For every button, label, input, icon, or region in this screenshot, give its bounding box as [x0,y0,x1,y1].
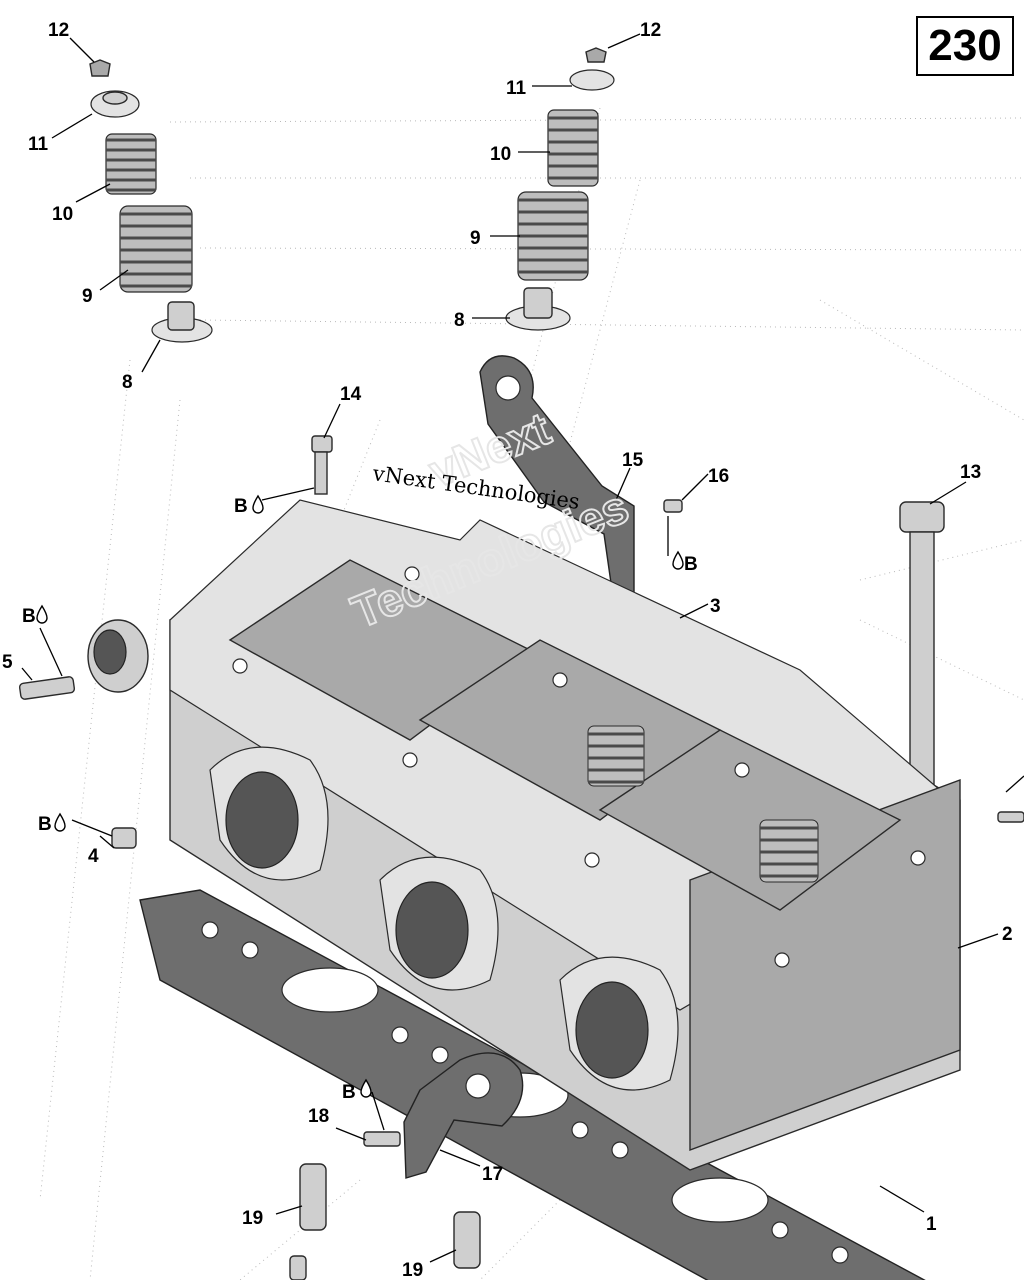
leader-lines [21,33,1024,1263]
bolt-18 [363,1131,401,1147]
svg-text:B: B [38,814,52,835]
dowel-pin-partial [289,1255,307,1280]
drop-icon [672,550,684,570]
valve-stem-seal-left [151,301,213,343]
lifting-bracket-lower [403,1052,524,1179]
outer-valve-spring-left [119,205,193,293]
screw-5 [18,676,76,700]
callout-18: 18 [308,1106,329,1127]
valve-keeper-left [89,59,111,77]
callout-4: 4 [88,846,99,867]
callout-14: 14 [340,384,362,405]
callout-10-right: 10 [490,144,511,165]
drop-icon [54,812,66,832]
valve-stem-seal-right [505,287,571,331]
callout-15: 15 [622,450,644,471]
bolt-14 [311,435,333,495]
adhesive-mark-bolt-16: B [672,550,698,575]
valve-stack-right [505,47,615,331]
callout-19-lower: 19 [402,1260,423,1280]
dowel-pin-19a [299,1163,327,1231]
adhesive-marks: B B B B B [22,494,698,1103]
adhesive-mark-bolt-18: B [342,1078,372,1103]
callout-labels: 12 11 10 9 8 12 11 10 9 8 14 15 16 13 3 … [2,20,1013,1280]
callout-10-left: 10 [52,204,73,225]
callout-1: 1 [926,1214,937,1235]
callout-17: 17 [482,1164,503,1185]
dowel-pin-19b [453,1211,481,1269]
drop-icon [36,604,48,624]
inner-valve-spring-right [547,109,599,187]
svg-text:B: B [684,554,698,575]
spring-retainer-right [569,69,615,91]
callout-3: 3 [710,596,721,617]
adhesive-mark-plug-4: B [38,812,66,835]
drop-icon [252,494,264,514]
callout-13: 13 [960,462,981,483]
svg-text:B: B [234,496,248,517]
drop-icon [360,1078,372,1098]
callout-9-right: 9 [470,228,481,249]
svg-text:B: B [22,606,36,627]
callout-9-left: 9 [82,286,93,307]
plug-4 [111,827,137,849]
bolt-16 [663,499,683,513]
adhesive-mark-bolt-14: B [234,494,264,517]
callout-19-upper: 19 [242,1208,263,1229]
stud-right-edge [997,811,1024,823]
callout-11-left: 11 [28,134,49,155]
cylinder-head-bolt [899,501,945,789]
valve-keeper-right [585,47,607,63]
inner-valve-spring-left [105,133,157,195]
callout-12-right: 12 [640,20,661,41]
cylinder-head [87,499,961,1171]
guide-lines [39,107,1024,1280]
adhesive-mark-screw-5: B [22,604,48,627]
callout-11-right: 11 [506,78,527,99]
callout-2: 2 [1002,924,1013,945]
page-number: 230 [928,21,1002,70]
svg-text:B: B [342,1082,356,1103]
callout-5: 5 [2,652,13,673]
callout-8-left: 8 [122,372,133,393]
page-number-box: 230 [916,16,1014,76]
callout-12-left: 12 [48,20,69,41]
callout-16: 16 [708,466,729,487]
valve-stack-left [89,59,213,343]
outer-valve-spring-right [517,191,589,281]
callout-8-right: 8 [454,310,465,331]
